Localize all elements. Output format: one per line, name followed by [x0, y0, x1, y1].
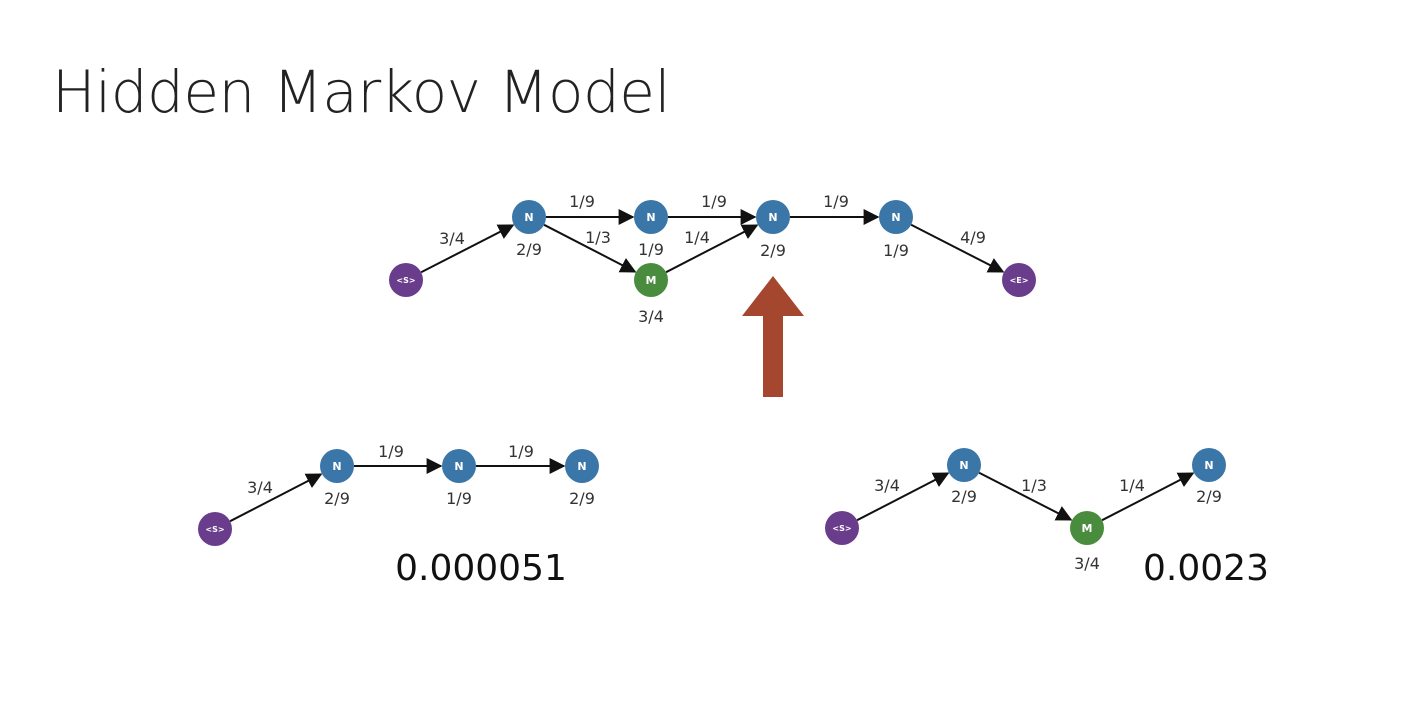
path-n-n-n-node-n3-label: N — [577, 460, 586, 473]
path-n-n-n-edge-s-n1 — [229, 473, 323, 523]
full-trellis-edge-s-n1 — [420, 224, 515, 274]
path-n-n-n-node-n1-label: N — [332, 460, 341, 473]
path-n-n-n-node-n3-circle — [565, 449, 599, 483]
full-trellis-node-s-circle — [389, 263, 423, 297]
full-trellis-node-n1-circle — [512, 200, 546, 234]
full-trellis-edge-m1-n3 — [665, 224, 759, 274]
path-n-m-n-emission-label-n1: 2/9 — [951, 487, 977, 506]
path-n-m-n-transition-label-m1-n2: 1/4 — [1119, 476, 1145, 495]
full-trellis-transition-label-n4-e: 4/9 — [960, 228, 986, 247]
full-trellis-node-s: <S> — [389, 263, 423, 297]
path-n-n-n-node-n1-circle — [320, 449, 354, 483]
full-trellis-emission-label-n3: 2/9 — [760, 241, 786, 260]
path-n-m-n-node-m1-circle — [1070, 511, 1104, 545]
path-n-m-n-node-s: <S> — [825, 511, 859, 545]
path-n-n-n-node-s-label: <S> — [205, 525, 224, 534]
full-trellis-node-n4: N — [879, 200, 913, 234]
full-trellis-node-n2: N — [634, 200, 668, 234]
full-trellis-edge-n1-m1 — [543, 223, 637, 273]
full-trellis-node-e-circle — [1002, 263, 1036, 297]
path-n-m-n-node-n1: N — [947, 448, 981, 482]
full-trellis-node-e: <E> — [1002, 263, 1036, 297]
full-trellis-node-m1-label: M — [646, 274, 657, 287]
path-n-m-n-node-m1-label: M — [1082, 522, 1093, 535]
path-n-n-n-node-n2: N — [442, 449, 476, 483]
full-trellis-node-m1: M — [634, 263, 668, 297]
path-n-m-n-emission-label-m1: 3/4 — [1074, 554, 1100, 573]
full-trellis-node-n4-circle — [879, 200, 913, 234]
path-n-m-n-node-m1: M — [1070, 511, 1104, 545]
path-n-m-n-edge-n1-m1 — [978, 471, 1073, 521]
path-n-n-n-node-s: <S> — [198, 512, 232, 546]
path-n-m-n-probability-score: 0.0023 — [1143, 548, 1269, 589]
path-n-n-n-transition-label-n2-n3: 1/9 — [508, 442, 534, 461]
full-trellis-edge-n4-e — [910, 223, 1005, 273]
path-n-n-n-node-s-circle — [198, 512, 232, 546]
path-n-n-n-emission-label-n2: 1/9 — [446, 489, 472, 508]
full-trellis-transition-label-m1-n3: 1/4 — [684, 228, 710, 247]
path-n-m-n-node-s-circle — [825, 511, 859, 545]
full-trellis-node-n2-circle — [634, 200, 668, 234]
path-n-m-n-transition-label-s-n1: 3/4 — [874, 476, 900, 495]
up-arrow-icon — [742, 276, 804, 397]
full-trellis-node-n3: N — [756, 200, 790, 234]
path-n-m-n-transition-label-n1-m1: 1/3 — [1021, 476, 1047, 495]
full-trellis-emission-label-n2: 1/9 — [638, 240, 664, 259]
slide-title: Hidden Markov Model — [52, 58, 671, 126]
full-trellis-node-n2-label: N — [646, 211, 655, 224]
path-n-n-n-node-n3: N — [565, 449, 599, 483]
path-n-m-n-node-n2-label: N — [1204, 459, 1213, 472]
path-n-m-n-emission-label-n2: 2/9 — [1196, 487, 1222, 506]
full-trellis-transition-label-s-n1: 3/4 — [439, 229, 465, 248]
path-n-m-n-node-s-label: <S> — [832, 524, 851, 533]
full-trellis-transition-label-n1-m1: 1/3 — [585, 228, 611, 247]
path-n-n-n-node-n2-label: N — [454, 460, 463, 473]
path-n-n-n-emission-label-n3: 2/9 — [569, 489, 595, 508]
path-n-m-n-node-n1-circle — [947, 448, 981, 482]
path-n-m-n-node-n2: N — [1192, 448, 1226, 482]
full-trellis-node-s-label: <S> — [396, 276, 415, 285]
full-trellis-transition-label-n1-n2: 1/9 — [569, 192, 595, 211]
path-n-n-n-node-n1: N — [320, 449, 354, 483]
full-trellis-node-n4-label: N — [891, 211, 900, 224]
full-trellis-emission-label-n1: 2/9 — [516, 240, 542, 259]
path-n-m-n-edge-m1-n2 — [1101, 472, 1195, 522]
path-n-n-n-probability-score: 0.000051 — [395, 548, 567, 589]
full-trellis-node-n1-label: N — [524, 211, 533, 224]
full-trellis-node-e-label: <E> — [1010, 276, 1029, 285]
path-n-n-n-transition-label-n1-n2: 1/9 — [378, 442, 404, 461]
full-trellis-node-n1: N — [512, 200, 546, 234]
full-trellis-node-m1-circle — [634, 263, 668, 297]
path-n-n-n-node-n2-circle — [442, 449, 476, 483]
path-n-n-n-transition-label-s-n1: 3/4 — [247, 478, 273, 497]
path-n-m-n-edge-s-n1 — [856, 472, 950, 522]
path-n-m-n-node-n2-circle — [1192, 448, 1226, 482]
path-n-m-n-node-n1-label: N — [959, 459, 968, 472]
full-trellis-node-n3-label: N — [768, 211, 777, 224]
full-trellis-transition-label-n3-n4: 1/9 — [823, 192, 849, 211]
full-trellis-transition-label-n2-n3: 1/9 — [701, 192, 727, 211]
path-n-n-n-emission-label-n1: 2/9 — [324, 489, 350, 508]
full-trellis-emission-label-m1: 3/4 — [638, 307, 664, 326]
full-trellis-emission-label-n4: 1/9 — [883, 241, 909, 260]
full-trellis-node-n3-circle — [756, 200, 790, 234]
